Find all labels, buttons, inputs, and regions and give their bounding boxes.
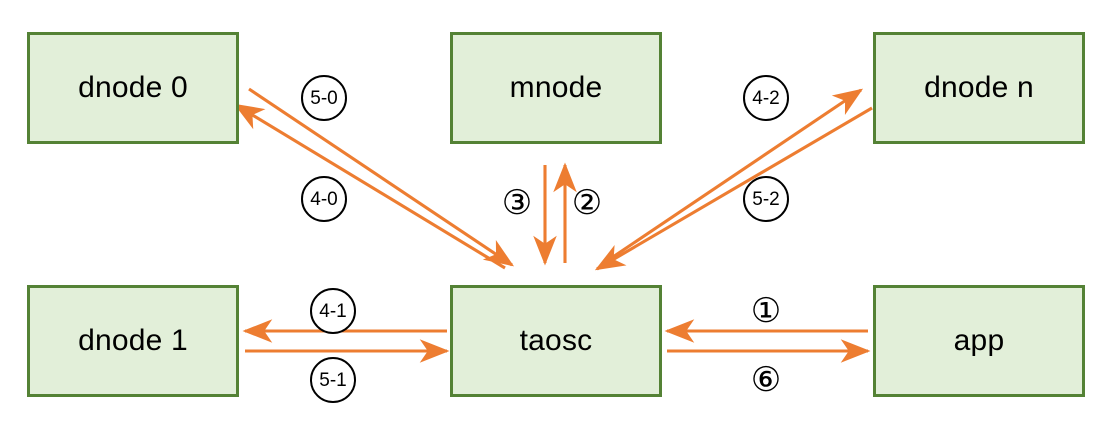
edge-label-2: ②	[571, 184, 603, 222]
edge-label-4-2: 4-2	[743, 75, 789, 121]
node-dnoden[interactable]: dnode n	[873, 32, 1085, 144]
edge-label-6: ⑥	[750, 361, 782, 399]
edge-label-4-1: 4-1	[310, 288, 356, 334]
node-dnode1[interactable]: dnode 1	[27, 285, 239, 397]
node-dnode0[interactable]: dnode 0	[27, 32, 239, 144]
node-taosc[interactable]: taosc	[450, 285, 662, 397]
node-taosc-label: taosc	[519, 324, 593, 357]
node-dnoden-label: dnode n	[924, 71, 1034, 104]
node-dnode0-label: dnode 0	[78, 71, 188, 104]
node-dnode1-label: dnode 1	[78, 324, 188, 357]
node-mnode[interactable]: mnode	[450, 32, 662, 144]
edge-label-5-1: 5-1	[310, 357, 356, 403]
edge-label-1: ①	[750, 292, 782, 330]
node-mnode-label: mnode	[509, 71, 603, 104]
node-app[interactable]: app	[873, 285, 1085, 397]
edge-label-4-0: 4-0	[301, 176, 347, 222]
edge-label-5-2: 5-2	[743, 176, 789, 222]
edge-label-5-0: 5-0	[301, 75, 347, 121]
edge-label-3: ③	[501, 184, 533, 222]
node-app-label: app	[953, 324, 1005, 357]
